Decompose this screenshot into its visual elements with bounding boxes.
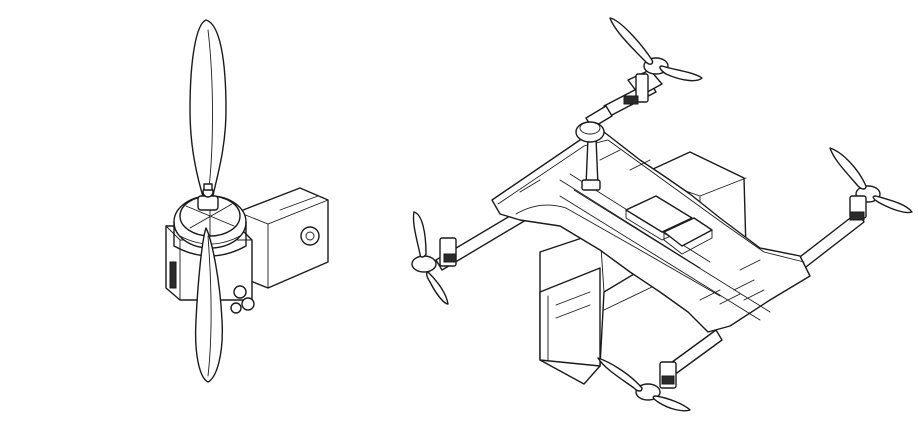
propeller-hub xyxy=(197,183,219,211)
airframe-plate xyxy=(491,131,811,333)
propeller-rear-left xyxy=(609,17,703,82)
center-electronics-bay xyxy=(559,189,771,321)
propeller-front-right xyxy=(597,357,691,412)
propeller-blade xyxy=(189,19,227,383)
motor-front-right xyxy=(635,361,677,401)
motor-assembly-panel xyxy=(165,19,329,383)
propeller-rear-right xyxy=(829,147,913,214)
propeller-front-left xyxy=(412,211,449,305)
motor-front-left xyxy=(411,237,457,273)
arm-rear-right xyxy=(795,211,865,271)
motor-rear-left xyxy=(623,57,669,105)
motor-bell xyxy=(173,195,247,257)
motor-mount-bracket xyxy=(237,187,329,289)
quadcopter-panel xyxy=(411,17,913,412)
cargo-pod-front xyxy=(539,231,655,385)
gps-mast xyxy=(575,121,605,191)
motor-rear-right xyxy=(849,185,881,221)
